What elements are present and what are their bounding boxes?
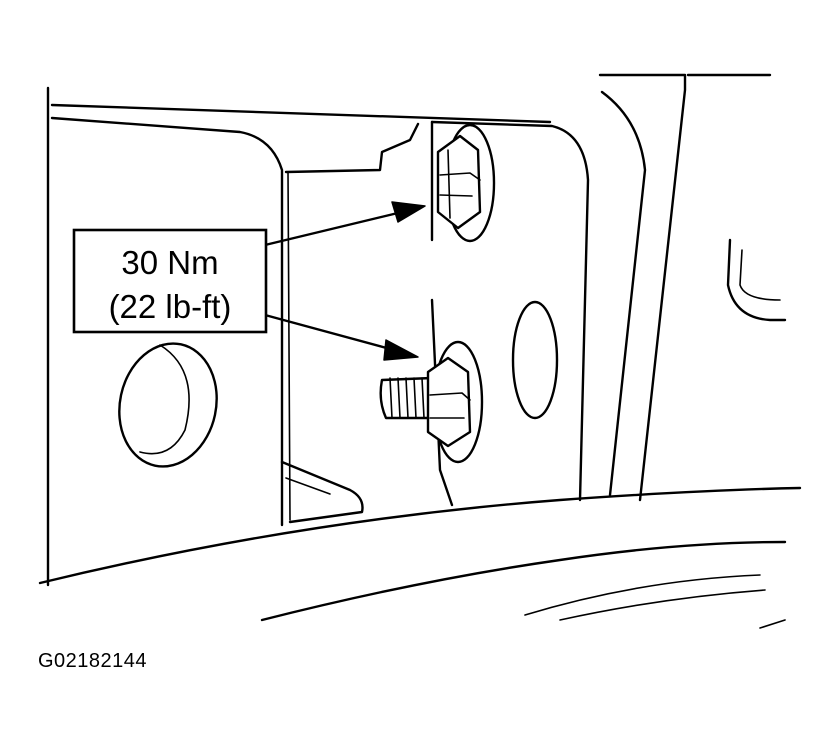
bracket-plate: [430, 120, 590, 507]
lower-tab: [280, 460, 364, 524]
torque-callout: 30 Nm (22 lb-ft): [72, 228, 268, 334]
upper-bolt: [436, 123, 496, 243]
left-round-hole: [118, 342, 218, 468]
torque-nm-label: 30 Nm: [121, 244, 218, 281]
torque-lbft-label: (22 lb-ft): [109, 288, 232, 325]
left-panel: [46, 86, 552, 587]
floor-curves: [38, 486, 802, 629]
callout-box: [72, 228, 268, 334]
lower-arrowhead: [383, 339, 419, 361]
leader-arrows: [263, 201, 426, 361]
oval-slot: [511, 300, 559, 420]
lower-stud-nut: [379, 340, 484, 464]
figure-id: G02182144: [38, 650, 148, 672]
right-body: [598, 73, 787, 502]
upper-arrowhead: [391, 201, 426, 223]
